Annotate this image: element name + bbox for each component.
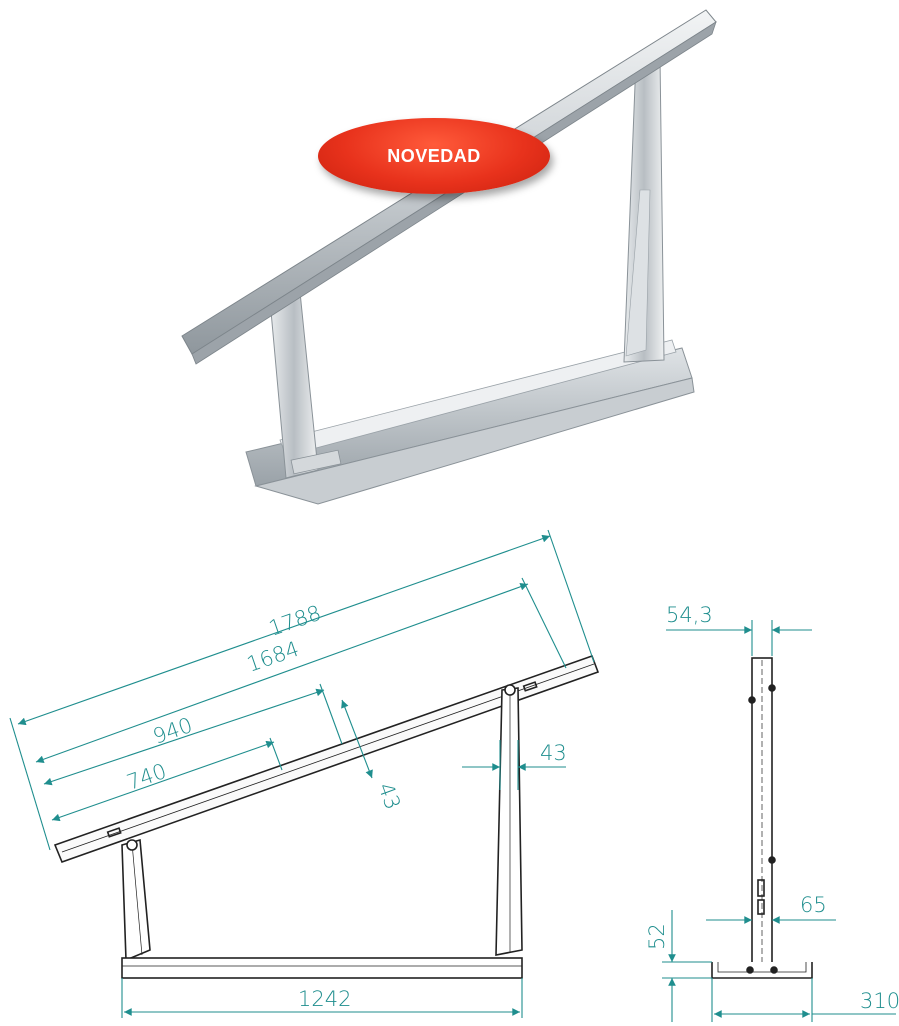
base-channel [245, 339, 695, 505]
rear-post [623, 57, 665, 363]
dim-740: 740 [124, 759, 170, 795]
dim-rail-43: 43 [373, 780, 405, 813]
side-view [53, 654, 600, 979]
dim-1242: 1242 [298, 987, 351, 1011]
side-base [121, 957, 523, 979]
dim-post-43: 43 [540, 741, 567, 765]
dim-line-rail-43 [341, 699, 373, 779]
dim-310: 310 [860, 989, 899, 1013]
new-badge: NOVEDAD [318, 118, 550, 194]
dim-54-3: 54,3 [666, 603, 713, 627]
front-view [711, 657, 813, 979]
side-front-post [121, 838, 151, 962]
dim-line-1684 [35, 582, 529, 764]
dim-65: 65 [800, 893, 827, 917]
dim-line-740 [51, 740, 275, 822]
front-base [711, 962, 813, 979]
dim-1684: 1684 [244, 637, 302, 677]
dim-1788: 1788 [266, 601, 324, 641]
new-badge-label: NOVEDAD [387, 145, 481, 166]
dim-52: 52 [645, 923, 669, 950]
side-rear-post [495, 687, 523, 956]
